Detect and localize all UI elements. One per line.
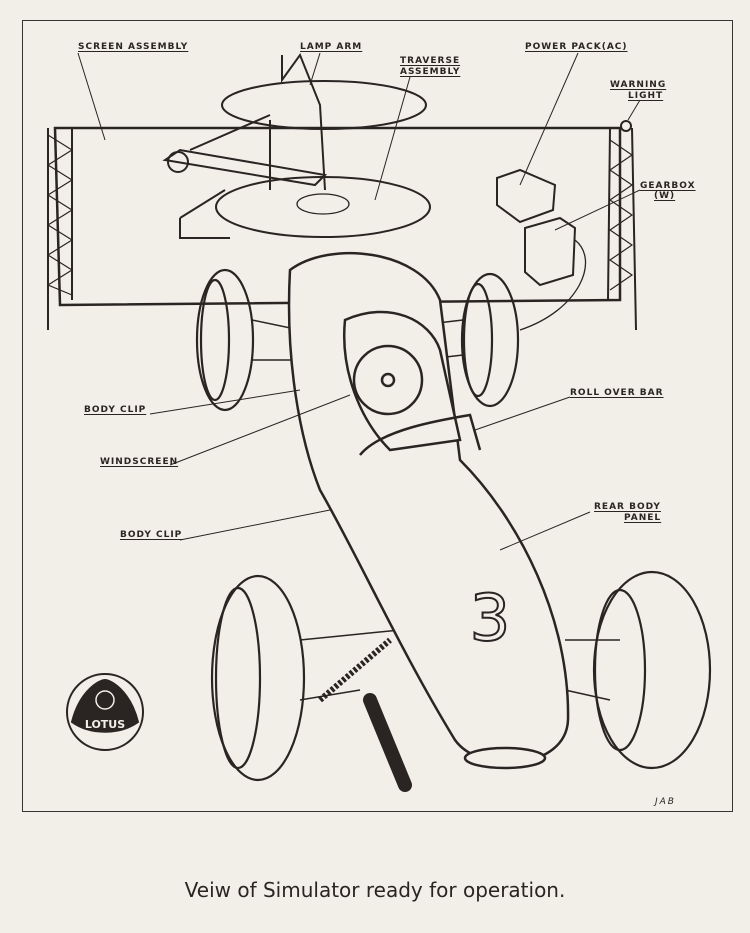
label-body-clip-front: BODY CLIP <box>84 405 147 415</box>
screen-assembly <box>46 120 637 331</box>
logo-text: LOTUS <box>85 718 125 731</box>
label-power-pack: POWER PACK(AC) <box>525 42 628 52</box>
car-number: 3 <box>470 582 511 656</box>
label-windscreen: WINDSCREEN <box>100 457 179 467</box>
artist-signature: JAB <box>655 797 676 807</box>
label-warning-2: LIGHT <box>628 91 664 101</box>
label-screen-assembly: SCREEN ASSEMBLY <box>78 42 189 52</box>
figure-caption: Veiw of Simulator ready for operation. <box>184 878 566 902</box>
lotus-logo: LOTUS <box>66 673 144 751</box>
illustration-frame <box>22 20 733 812</box>
label-rear-body-2: PANEL <box>624 513 662 523</box>
label-gearbox-1: GEARBOX <box>640 181 696 191</box>
label-body-clip-rear: BODY CLIP <box>120 530 183 540</box>
label-rear-body-1: REAR BODY <box>594 502 661 512</box>
lamp-arm <box>281 52 326 191</box>
warning-light <box>620 120 632 132</box>
suspension <box>251 319 620 792</box>
label-lamp-arm: LAMP ARM <box>300 42 363 52</box>
gearbox <box>519 216 587 331</box>
label-traverse-2: ASSEMBLY <box>400 67 461 77</box>
leader-lines <box>77 52 641 551</box>
wheels <box>195 268 712 782</box>
power-pack <box>496 168 557 224</box>
label-roll-over-bar: ROLL OVER BAR <box>570 388 664 398</box>
label-warning-1: WARNING <box>610 80 667 90</box>
traverse-assembly <box>162 52 431 239</box>
label-gearbox-2: (W) <box>654 191 676 201</box>
label-traverse-1: TRAVERSE <box>400 56 461 66</box>
car-body <box>287 251 570 770</box>
